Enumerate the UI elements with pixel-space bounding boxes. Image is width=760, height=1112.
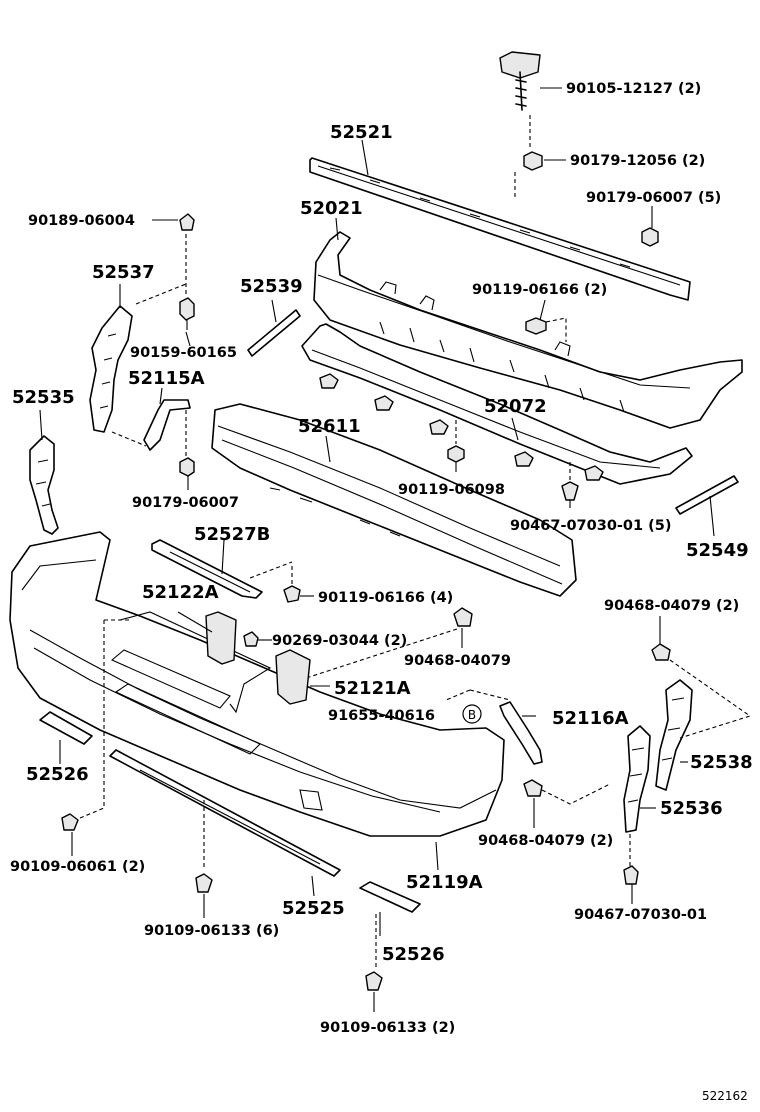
label-90109-06133-6: 90109-06133 (6): [144, 923, 279, 939]
clip-90468-04079: [453, 607, 473, 648]
part-number-labels: 90105-12127 (2) 52521 90179-12056 (2) 52…: [10, 81, 753, 1103]
label-90109-06133-2: 90109-06133 (2): [320, 1020, 455, 1036]
bracket-52538: [655, 679, 693, 791]
strip-52539: [247, 299, 301, 357]
label-52072: 52072: [484, 396, 547, 417]
nut-90189-06004: [152, 213, 195, 231]
nut-90179-06007-5: [641, 206, 659, 247]
label-52549: 52549: [686, 540, 749, 561]
bolt-90109-06061: [61, 813, 79, 856]
label-52536: 52536: [660, 798, 723, 819]
bolt-90119-06166-4: [283, 585, 314, 603]
label-90109-06061: 90109-06061 (2): [10, 859, 145, 875]
bolt-90119-06166-2: [525, 299, 547, 335]
bracket-52537: [89, 284, 133, 433]
label-90119-06098: 90119-06098: [398, 482, 505, 498]
fastener-91655-40616: [462, 704, 482, 724]
clip-90468-04079-top: [651, 616, 671, 661]
bumper-cover-52119A: [9, 531, 505, 871]
label-90179-06007: 90179-06007: [132, 495, 239, 511]
label-52115A: 52115A: [128, 368, 205, 389]
diagram-id: 522162: [702, 1089, 748, 1103]
label-90105-12127: 90105-12127 (2): [566, 81, 701, 97]
label-91655-40616: 91655-40616: [328, 708, 435, 724]
rear-bumper-cover-52021: [313, 217, 743, 429]
label-90179-06007-5: 90179-06007 (5): [586, 190, 721, 206]
label-52121A: 52121A: [334, 678, 411, 699]
label-52525: 52525: [282, 898, 345, 919]
label-90467-07030-01: 90467-07030-01: [574, 907, 707, 923]
energy-absorber-52611: [211, 403, 577, 597]
reinforcement-52521: [309, 139, 691, 301]
bracket-52535: [29, 409, 59, 535]
label-52021: 52021: [300, 198, 363, 219]
label-90159-60165: 90159-60165: [130, 345, 237, 361]
label-52527B: 52527B: [194, 524, 270, 545]
label-90467-07030-01-5: 90467-07030-01 (5): [510, 518, 672, 534]
reinforcement-52527B: [151, 539, 263, 599]
label-52611: 52611: [298, 416, 361, 437]
label-90119-06166-4: 90119-06166 (4): [318, 590, 453, 606]
callout-b-circle: [462, 704, 482, 724]
callout-b-letter: B: [468, 708, 476, 722]
label-90179-12056: 90179-12056 (2): [570, 153, 705, 169]
bolt-90109-06133-6: [195, 873, 213, 918]
label-52521: 52521: [330, 122, 393, 143]
label-90189-06004: 90189-06004: [28, 213, 135, 229]
bracket-52122A: [177, 611, 237, 665]
reinforcement-52526-left: [39, 711, 93, 764]
bolt-90119-06098: [447, 445, 465, 472]
label-52539: 52539: [240, 276, 303, 297]
label-90269-03044: 90269-03044 (2): [272, 633, 407, 649]
clip-90467-07030-01: [623, 865, 639, 904]
label-52537: 52537: [92, 262, 155, 283]
bolt-90159-60165: [179, 297, 195, 347]
trim-strip-52549: [675, 475, 739, 537]
nut-90179-06007: [179, 457, 195, 490]
label-52116A: 52116A: [552, 708, 629, 729]
bolt-90269-03044: [243, 631, 272, 647]
reinforcement-52526-right: [359, 881, 421, 936]
label-90119-06166-2: 90119-06166 (2): [472, 282, 607, 298]
label-52538: 52538: [690, 752, 753, 773]
bolt-90109-06133-2: [365, 971, 383, 1012]
nut-90179-12056: [523, 151, 566, 171]
clip-90467-5: [561, 481, 579, 508]
stay-52115A: [143, 387, 191, 451]
label-52526-right: 52526: [382, 944, 445, 965]
label-90468-04079: 90468-04079: [404, 653, 511, 669]
label-90468-04079-2-top: 90468-04079 (2): [604, 598, 739, 614]
retainer-52072: [301, 323, 693, 485]
stay-52116A: [499, 701, 543, 765]
bracket-52536: [623, 725, 656, 833]
label-52526-left: 52526: [26, 764, 89, 785]
label-52122A: 52122A: [142, 582, 219, 603]
bracket-52121A: [275, 649, 330, 705]
label-52535: 52535: [12, 387, 75, 408]
label-90468-04079-2-bottom: 90468-04079 (2): [478, 833, 613, 849]
strip-52525: [109, 749, 341, 897]
bolt-90105: [499, 51, 562, 111]
label-52119A: 52119A: [406, 872, 483, 893]
clip-90468-04079-bottom: [523, 779, 543, 828]
